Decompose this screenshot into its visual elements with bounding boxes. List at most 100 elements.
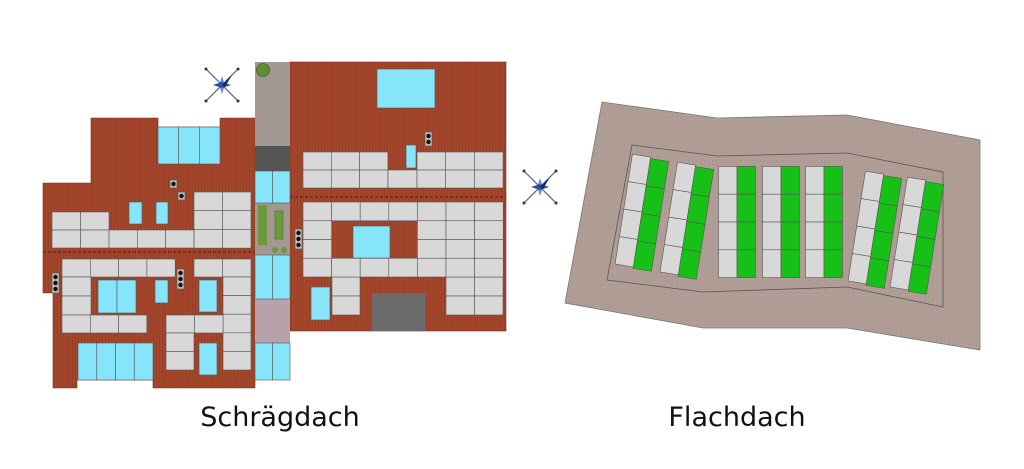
skylight (310, 286, 331, 321)
solar-panel (359, 151, 389, 171)
solar-panel (222, 258, 252, 278)
green-solar-panel (912, 236, 936, 268)
flat-roof-label: Flachdach (668, 402, 806, 433)
solar-panel (445, 201, 475, 222)
skylights (77, 68, 436, 381)
vent-pipe (178, 270, 183, 276)
solar-panel (762, 193, 782, 223)
skylight (128, 201, 143, 225)
solar-panel (417, 220, 447, 240)
green-solar-panel (823, 166, 843, 195)
solar-panel (718, 221, 738, 251)
solar-panel (61, 258, 91, 278)
solar-panel (474, 169, 504, 189)
solar-panel (61, 295, 92, 316)
green-solar-panel (870, 230, 894, 262)
skylight (96, 342, 116, 381)
pitched-roof-label: Schrägdach (200, 402, 360, 433)
green-solar-panel (645, 158, 670, 190)
solar-panel (90, 258, 119, 278)
vent-pipe (179, 193, 184, 199)
solar-panel (718, 166, 738, 195)
solar-panel (302, 257, 332, 278)
solar-panel (330, 151, 360, 171)
solar-panel (416, 151, 447, 171)
green-solar-panel (736, 249, 756, 278)
flat-roof-plan (521, 101, 981, 351)
green-solar-panel (780, 221, 800, 251)
compass-rose-icon (521, 168, 559, 206)
green-solar-panel (736, 166, 756, 195)
solar-panel (80, 229, 110, 249)
skylight (254, 342, 273, 381)
solar-panel (388, 257, 418, 278)
vent (424, 131, 433, 147)
solar-panel (194, 314, 224, 334)
vents (51, 131, 433, 294)
solar-panel (302, 239, 332, 259)
green-solar-panel (823, 193, 843, 223)
solar-panel (359, 169, 389, 189)
green-solar-panel (878, 175, 903, 207)
green-solar-panel (677, 248, 702, 280)
solar-panel (137, 229, 166, 249)
solar-panel (388, 201, 418, 222)
solar-panel (302, 220, 332, 240)
solar-panel (805, 193, 825, 223)
solar-panel (417, 239, 447, 259)
solar-panel (445, 257, 475, 278)
skylight (133, 342, 154, 381)
flat-roof-inner-edge (606, 144, 944, 308)
skylight (254, 170, 273, 204)
solar-panel (51, 229, 81, 249)
skylight (157, 126, 179, 165)
green-solar-panel (686, 193, 710, 225)
solar-panel (108, 229, 138, 249)
vent-pipe (53, 286, 58, 292)
green-solar-panel (682, 221, 706, 253)
vent-pipe (53, 280, 58, 286)
solar-panel (330, 169, 360, 189)
skylight (198, 279, 218, 313)
vent-pipe (426, 133, 431, 139)
solar-panel (474, 151, 504, 171)
vent-pipe (171, 181, 176, 187)
solar-panel (165, 351, 195, 371)
green-solar-panel (736, 221, 756, 251)
solar-panel (193, 210, 223, 230)
solar-panel (474, 239, 504, 259)
solar-panel (718, 249, 738, 278)
skylight (272, 254, 291, 300)
solar-panel (445, 239, 475, 259)
skylight (254, 254, 273, 300)
green-solar-panel (823, 221, 843, 251)
solar-panel (359, 201, 390, 222)
green-solar-panel (690, 166, 715, 198)
solar-panel (165, 314, 195, 334)
solar-panel (445, 151, 475, 171)
solar-panel (417, 201, 447, 222)
vent-pipe (178, 276, 183, 282)
green-solar-panel (780, 166, 800, 195)
solar-panel (193, 229, 223, 249)
skylight (272, 170, 291, 204)
green-solar-panel (780, 193, 800, 223)
solar-panel (302, 169, 332, 189)
green-solar-panel (736, 193, 756, 223)
green-solar-panel (641, 185, 665, 217)
skylight (97, 279, 118, 314)
solar-panel (222, 276, 252, 296)
skylight (155, 201, 169, 225)
solar-panel (222, 351, 252, 371)
solar-panel (222, 191, 252, 212)
green-solar-panel (823, 249, 843, 278)
solar-panel (61, 314, 91, 334)
solar-panels-flat (614, 153, 945, 295)
vent-pipe (426, 139, 431, 145)
solar-panel (762, 166, 782, 195)
solar-panel (805, 249, 825, 278)
solar-panel (474, 295, 504, 316)
solar-panel (387, 169, 418, 189)
tree-icon (256, 63, 270, 77)
